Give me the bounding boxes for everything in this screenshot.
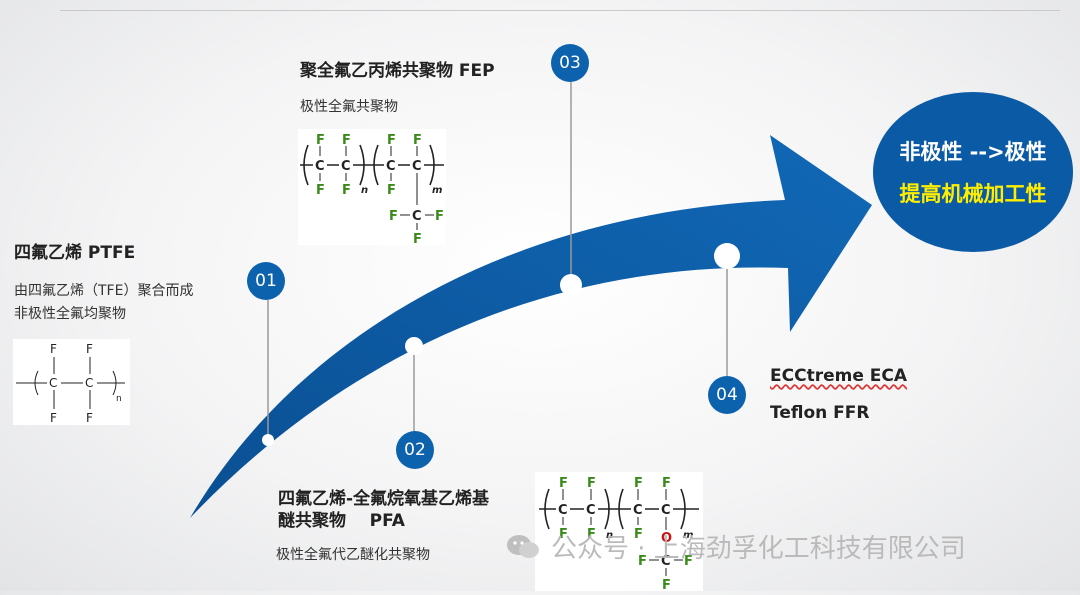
pfa-o: O: [661, 531, 672, 546]
pfa-desc: 极性全氟代乙醚化共聚物: [276, 547, 430, 563]
ptfe-structure: C C F F F F n: [13, 339, 130, 425]
fep-f9: F: [435, 209, 444, 224]
fep-desc: 极性全氟共聚物: [300, 99, 398, 115]
milestone-dot-03: [560, 274, 582, 296]
pfa-c2: C: [586, 503, 596, 518]
ptfe-f2: F: [86, 342, 93, 356]
product-ecctreme: ECCtreme ECA: [770, 366, 908, 386]
fep-f6: F: [342, 183, 351, 198]
pfa-title-2: 醚共聚物 PFA: [278, 511, 405, 531]
pfa-f4: F: [662, 476, 671, 491]
ptfe-f4: F: [86, 411, 93, 425]
badge-04: 04: [708, 376, 746, 414]
fep-f5: F: [316, 183, 325, 198]
fep-n: n: [361, 185, 368, 196]
pfa-f8: F: [638, 554, 647, 569]
goal-line-1: 非极性 -->极性: [899, 140, 1047, 164]
milestone-dot-02: [405, 337, 423, 355]
pfa-title-1: 四氟乙烯-全氟烷氧基乙烯基: [278, 489, 490, 509]
fep-f10: F: [413, 232, 422, 245]
product-teflon: Teflon FFR: [770, 403, 870, 423]
goal-circle: 非极性 -->极性 提高机械加工性: [873, 92, 1073, 252]
badge-02: 02: [396, 431, 434, 469]
pfa-m: m: [683, 530, 693, 541]
fep-f2: F: [342, 133, 351, 148]
fep-c1: C: [315, 159, 325, 174]
fep-structure: C C C C F F F F F F F n m C F F F: [298, 129, 446, 247]
fep-c3: C: [386, 159, 396, 174]
top-divider: [60, 10, 1060, 11]
badge-03: 03: [551, 44, 589, 82]
wechat-icon: [507, 534, 539, 558]
pfa-c1: C: [558, 503, 568, 518]
fep-f3: F: [387, 133, 396, 148]
pfa-structure: C C C C F F F F F F F n m O C F F F: [535, 472, 703, 593]
fep-f7: F: [387, 183, 396, 198]
pfa-f3: F: [634, 476, 643, 491]
pfa-f9: F: [684, 554, 693, 569]
watermark-text: 公众号 · 上海劲孚化工科技有限公司: [551, 534, 966, 564]
fep-c5: C: [412, 209, 422, 224]
milestone-dot-04: [714, 243, 740, 269]
watermark: 公众号 · 上海劲孚化工科技有限公司: [505, 528, 966, 565]
fep-m: m: [432, 185, 442, 196]
fep-title: 聚全氟乙丙烯共聚物 FEP: [300, 61, 495, 81]
fep-f8: F: [389, 209, 398, 224]
ptfe-f1: F: [50, 342, 57, 356]
ptfe-title: 四氟乙烯 PTFE: [14, 243, 136, 263]
fep-c4: C: [412, 159, 422, 174]
milestone-dot-01: [262, 434, 274, 446]
pfa-c5: C: [661, 554, 671, 569]
badge-01: 01: [247, 262, 285, 300]
ptfe-desc-1: 由四氟乙烯（TFE）聚合而成: [14, 283, 194, 299]
pfa-n: n: [606, 530, 613, 541]
ptfe-n: n: [116, 394, 122, 404]
ptfe-c1: C: [49, 376, 57, 390]
ptfe-c2: C: [85, 376, 93, 390]
pfa-f5: F: [559, 527, 568, 542]
fep-f1: F: [316, 133, 325, 148]
goal-line-2: 提高机械加工性: [899, 182, 1047, 206]
arrow-shape: [190, 135, 872, 518]
fep-c2: C: [341, 159, 351, 174]
pfa-f2: F: [587, 476, 596, 491]
ptfe-f3: F: [50, 411, 57, 425]
pfa-f6: F: [587, 527, 596, 542]
pfa-f1: F: [559, 476, 568, 491]
ptfe-desc-2: 非极性全氟均聚物: [14, 306, 126, 322]
pfa-c4: C: [661, 503, 671, 518]
pfa-f10: F: [662, 578, 671, 591]
pfa-f7: F: [634, 527, 643, 542]
fep-f4: F: [413, 133, 422, 148]
pfa-c3: C: [633, 503, 643, 518]
